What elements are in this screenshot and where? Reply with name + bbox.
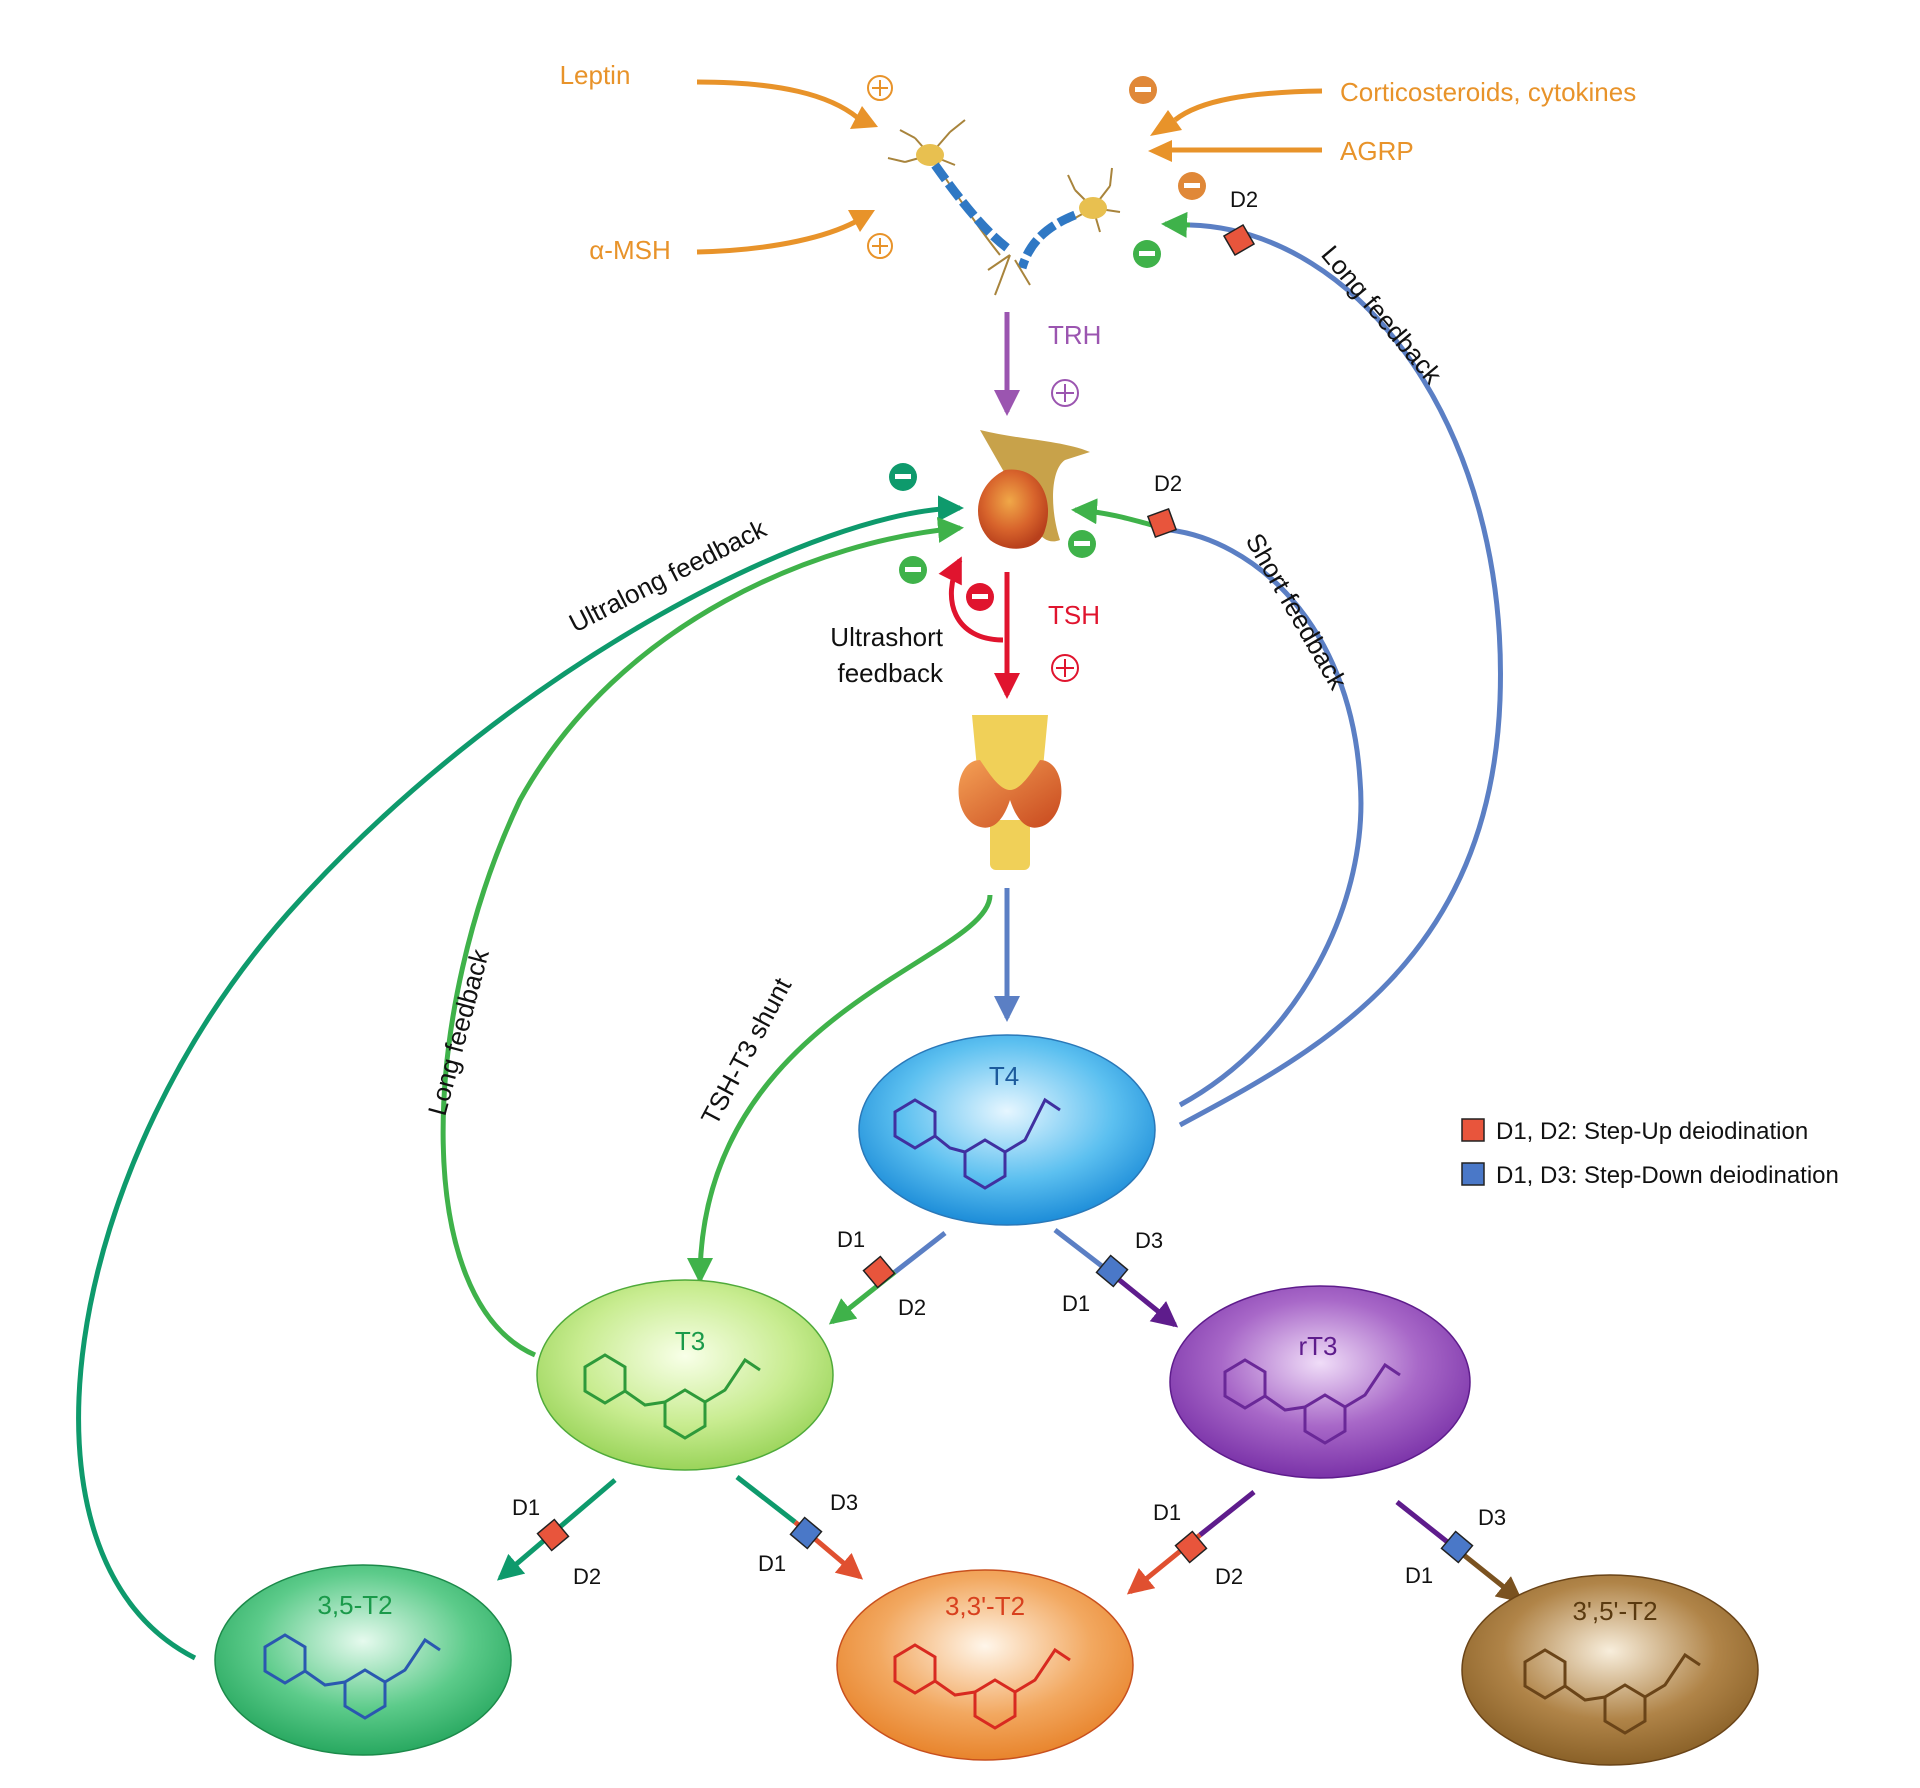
long-feedback-left-minus-icon	[899, 556, 927, 584]
trh-plus-icon	[1051, 379, 1079, 407]
legend-step-up-text: D1, D2: Step-Up deiodination	[1496, 1118, 1808, 1145]
t3-t233-d1d3-square	[789, 1516, 823, 1550]
t2pp-ellipse	[1461, 1574, 1759, 1766]
ultrashort-minus-icon	[966, 583, 994, 611]
rt3-t2pp-d3-label: D3	[1478, 1505, 1506, 1530]
tsh-plus-icon	[1051, 654, 1079, 682]
leptin-plus-icon	[867, 75, 893, 101]
corticosteroids-minus-icon	[1129, 76, 1157, 104]
rt3-to-t2pp-arrow	[1395, 1500, 1457, 1550]
ultralong-feedback-arrow	[76, 495, 964, 1661]
long-feedback-d2-label: D2	[1230, 187, 1258, 212]
rt3-t2pp-d1-label: D1	[1405, 1563, 1433, 1588]
rt3-t2pp-d1d3-square	[1440, 1530, 1474, 1564]
long-feedback-right-green-tip	[1161, 211, 1191, 238]
rt3-to-t2pp-arrow-tip	[1453, 1546, 1524, 1603]
legend-step-up-square	[1461, 1118, 1485, 1142]
rt3-t233-d2-label: D2	[1215, 1564, 1243, 1589]
msh-arrow-head	[848, 210, 875, 232]
t235-ellipse	[214, 1564, 512, 1756]
short-feedback-arrow	[1169, 527, 1364, 1108]
tsh-t3-shunt-arrow	[687, 894, 993, 1284]
t233-molecule	[893, 1643, 1071, 1730]
long-feedback-left-label: Long feedback	[422, 945, 495, 1119]
msh-arrow	[696, 219, 857, 255]
t4-t3-d2-label: D2	[898, 1295, 926, 1320]
ultrashort-feedback-arrow	[938, 556, 1004, 643]
short-feedback-minus-icon	[1068, 530, 1096, 558]
leptin-arrow	[696, 79, 860, 120]
t3-t235-d2-label: D2	[573, 1564, 601, 1589]
short-feedback-label: Short feedback	[1240, 528, 1354, 695]
t233-ellipse	[836, 1569, 1134, 1761]
t4-t3-d1d2-square	[862, 1255, 896, 1289]
long-feedback-minus-icon	[1133, 240, 1161, 268]
t235-label: 3,5-T2	[317, 1590, 392, 1620]
corticosteroids-arrow-head	[1150, 110, 1182, 136]
hypothalamus-neurons-illustration	[887, 119, 1121, 296]
legend-step-down-text: D1, D3: Step-Down deiodination	[1496, 1162, 1839, 1189]
t4-to-t3-arrow	[893, 1231, 947, 1274]
ultrashort-label-line1: Ultrashort	[830, 622, 943, 652]
rt3-t233-d1-label: D1	[1153, 1500, 1181, 1525]
rt3-t233-d1d2-square	[1174, 1530, 1208, 1564]
tsh-label: TSH	[1048, 600, 1100, 630]
t4-rt3-d3-label: D3	[1135, 1228, 1163, 1253]
t3-t233-d1-label: D1	[758, 1551, 786, 1576]
legend: D1, D2: Step-Up deiodination D1, D3: Ste…	[1461, 1118, 1839, 1189]
t4-rt3-d1d3-square	[1095, 1254, 1129, 1288]
pituitary-illustration	[978, 430, 1090, 549]
leptin-label: Leptin	[560, 60, 631, 90]
t4-ellipse	[858, 1034, 1156, 1226]
corticosteroids-arrow	[1173, 88, 1323, 122]
t3-t235-d1-label: D1	[512, 1495, 540, 1520]
t233-label: 3,3'-T2	[945, 1591, 1025, 1621]
t4-molecule	[893, 1097, 1061, 1190]
tsh-t3-shunt-label: TSH-T3 shunt	[695, 972, 798, 1130]
corticosteroids-label: Corticosteroids, cytokines	[1340, 77, 1636, 107]
rt3-ellipse	[1169, 1285, 1471, 1479]
msh-plus-icon	[867, 233, 893, 259]
long-feedback-right-label: Long feedback	[1315, 240, 1448, 391]
ultralong-minus-icon	[889, 463, 917, 491]
long-feedback-d2-square	[1222, 223, 1256, 257]
agrp-label: AGRP	[1340, 136, 1414, 166]
t3-molecule	[583, 1353, 761, 1440]
short-feedback-d2-label: D2	[1154, 471, 1182, 496]
leptin-arrow-head	[850, 106, 878, 129]
short-feedback-d2-square	[1146, 507, 1178, 539]
t3-ellipse	[536, 1279, 834, 1471]
t4-rt3-d1-label: D1	[1062, 1291, 1090, 1316]
t3-to-t233-arrow	[735, 1475, 797, 1524]
t3-t233-d3-label: D3	[830, 1490, 858, 1515]
t3-label: T3	[675, 1326, 705, 1356]
rt3-label: rT3	[1299, 1331, 1338, 1361]
t4-label: T4	[989, 1061, 1019, 1091]
agrp-minus-icon	[1178, 172, 1206, 200]
long-feedback-left-arrow	[440, 516, 964, 1358]
trh-label: TRH	[1048, 320, 1101, 350]
rt3-to-t233-arrow	[1198, 1490, 1256, 1537]
thyroid-illustration	[958, 715, 1062, 870]
t3-t235-d1d2-square	[536, 1518, 570, 1552]
t235-molecule	[263, 1633, 441, 1720]
t4-to-rt3-arrow	[1053, 1228, 1109, 1272]
long-feedback-right-arrow	[1178, 222, 1503, 1128]
t4-t3-d1-label: D1	[837, 1227, 865, 1252]
legend-step-down-square	[1461, 1162, 1485, 1186]
msh-label: α-MSH	[589, 235, 670, 265]
agrp-arrow-head	[1148, 140, 1172, 162]
rt3-molecule	[1223, 1358, 1401, 1445]
ultrashort-label-line2: feedback	[837, 658, 944, 688]
t2pp-molecule	[1523, 1648, 1701, 1735]
t2pp-label: 3',5'-T2	[1572, 1596, 1657, 1626]
